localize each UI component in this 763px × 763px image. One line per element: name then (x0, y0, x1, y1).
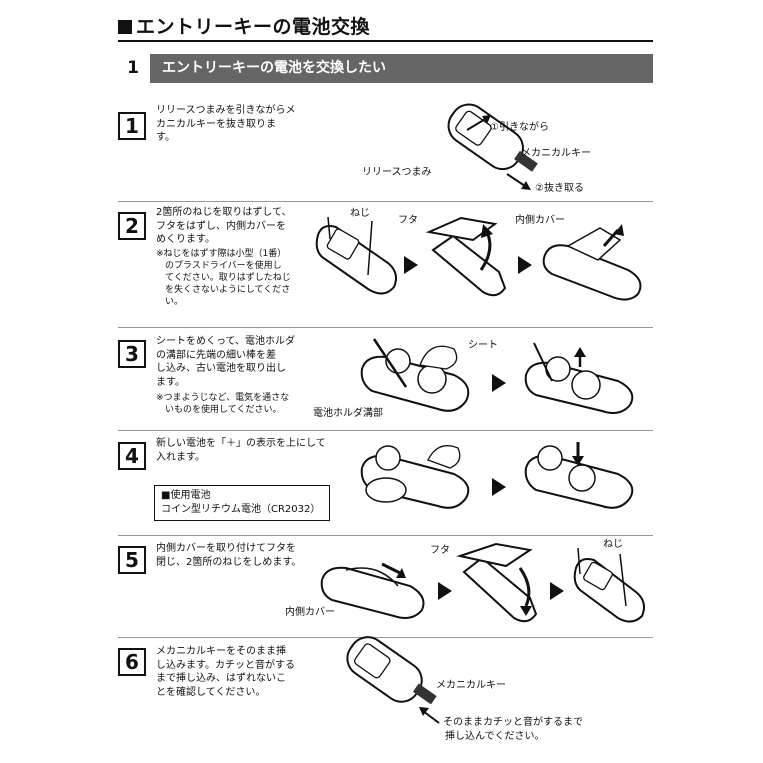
step-2-text: 2箇所のねじを取りはずして、 フタをはずし、内側カバーを めくります。 (156, 206, 306, 247)
step-2-note-line: い。 (156, 297, 184, 307)
step-1-number: 1 (118, 112, 146, 140)
step-6-line: まで挿し込み、はずれないこ (156, 673, 286, 684)
section-title: エントリーキーの電池を交換したい (150, 54, 653, 83)
step-3-number: 3 (118, 340, 146, 368)
step-6-text: メカニカルキーをそのまま挿 し込みます。カチッと音がする まで挿し込み、はずれな… (156, 645, 306, 699)
step-3-battery-holder-illustration (360, 338, 470, 412)
step-3-text: シートをめくって、電池ホルダ の溝部に先端の細い棒を差 し込み、古い電池を取り出… (156, 335, 306, 389)
callout-lid: フタ (398, 215, 418, 226)
step-5-text: 内側カバーを取り付けてフタを 閉じ、2箇所のねじをしめます。 (156, 542, 326, 569)
step-4-insert-battery-illustration (360, 445, 470, 509)
battery-type-box: ■使用電池 コイン型リチウム電池（CR2032） (154, 485, 330, 521)
step-2-lid-open-illustration (425, 216, 507, 297)
step-1-pull-arrow (466, 115, 491, 131)
step-4-line: 新しい電池を「＋」の表示を上にして (156, 438, 326, 449)
callout-insert-instruction-2: 挿し込んでください。 (445, 731, 545, 742)
step-6-number: 6 (118, 648, 146, 676)
step-4-battery-set-illustration (524, 442, 634, 509)
divider (118, 535, 653, 536)
step-1-line: カニカルキーを抜き取りま (156, 118, 276, 130)
step-6-insert-key-illustration (346, 636, 437, 705)
step-4-text: 新しい電池を「＋」の表示を上にして 入れます。 (156, 437, 371, 464)
callout-sheet: シート (468, 340, 498, 351)
step-1-text: リリースつまみを引きながらメ カニカルキーを抜き取りま す。 (156, 104, 306, 145)
step-5-line: 内側カバーを取り付けてフタを (156, 543, 296, 554)
callout-lid: フタ (430, 545, 450, 556)
step-5-inner-cover-illustration (320, 562, 425, 619)
callout-screw: ねじ (350, 208, 370, 219)
step-2-note-line: ※ねじをはずす際は小型（1番） (156, 249, 287, 259)
step-3-note-line: いものを使用してください。 (156, 405, 282, 415)
divider (118, 201, 653, 202)
callout-insert-instruction-1: そのままカチッと音がするまで (443, 717, 583, 728)
callout-remove: ②抜き取る (535, 183, 584, 194)
step-1-remove-arrow (506, 173, 531, 190)
step-3-remove-battery-illustration (524, 342, 634, 414)
step-2-inner-cover-illustration (542, 224, 642, 301)
step-3-note-line: ※つまようじなど、電気を通さな (156, 393, 290, 403)
divider (118, 637, 653, 638)
callout-mechanical-key: メカニカルキー (521, 148, 591, 159)
step-2-line: 2箇所のねじを取りはずして、 (156, 207, 292, 218)
step-2-note: ※ねじをはずす際は小型（1番） のプラスドライバーを使用し てください。取りはず… (156, 248, 306, 308)
step-3-line: ます。 (156, 376, 185, 388)
step-2-key-screws-illustration (315, 216, 397, 295)
callout-mechanical-key: メカニカルキー (436, 680, 506, 691)
step-2-line: フタをはずし、内側カバーを (156, 220, 286, 232)
next-arrow-icon (438, 582, 452, 600)
title-rule (118, 40, 653, 42)
callout-battery-holder-groove: 電池ホルダ溝部 (313, 408, 383, 419)
next-arrow-icon (550, 582, 564, 600)
step-3-note: ※つまようじなど、電気を通さな いものを使用してください。 (156, 392, 306, 416)
step-1-line: す。 (156, 132, 175, 143)
page-title-text: エントリーキーの電池交換 (136, 16, 371, 38)
step-2-line: めくります。 (156, 234, 215, 245)
callout-inner-cover: 内側カバー (515, 215, 565, 226)
callout-inner-cover: 内側カバー (285, 607, 335, 618)
next-arrow-icon (518, 256, 532, 274)
callout-release-knob: リリースつまみ (362, 167, 432, 178)
callout-screw: ねじ (603, 539, 623, 550)
step-3-line: シートをめくって、電池ホルダ (156, 336, 295, 347)
step-3-line: し込み、古い電池を取り出し (156, 363, 286, 374)
step-6-line: メカニカルキーをそのまま挿 (156, 646, 286, 657)
step-6-line: とを確認してください。 (156, 686, 266, 698)
step-6-line: し込みます。カチッと音がする (156, 659, 295, 671)
divider (118, 327, 653, 328)
callout-pull: ①引きながら (490, 122, 549, 133)
step-2-number: 2 (118, 212, 146, 240)
title-square-icon (118, 20, 132, 34)
step-5-line: 閉じ、2箇所のねじをしめます。 (156, 556, 302, 568)
page-title: エントリーキーの電池交換 (118, 12, 370, 39)
step-4-number: 4 (118, 442, 146, 470)
step-2-note-line: を失くさないようにしてくださ (156, 285, 291, 295)
section-number: 1 (127, 58, 139, 78)
step-5-close-lid-illustration (456, 542, 538, 623)
next-arrow-icon (492, 374, 506, 392)
step-5-number: 5 (118, 546, 146, 574)
step-2-note-line: のプラスドライバーを使用し (156, 261, 282, 271)
step-3-line: の溝部に先端の細い棒を差 (156, 349, 276, 361)
step-1-line: リリースつまみを引きながらメ (156, 105, 296, 116)
battery-type-value: コイン型リチウム電池（CR2032） (161, 504, 321, 515)
battery-type-heading: ■使用電池 (161, 490, 211, 501)
next-arrow-icon (404, 256, 418, 274)
step-6-insert-arrow (419, 707, 440, 724)
step-4-line: 入れます。 (156, 451, 205, 463)
next-arrow-icon (492, 478, 506, 496)
step-2-note-line: てください。取りはずしたねじ (156, 273, 291, 283)
divider (118, 430, 653, 431)
step-5-screws-illustration (573, 547, 645, 623)
